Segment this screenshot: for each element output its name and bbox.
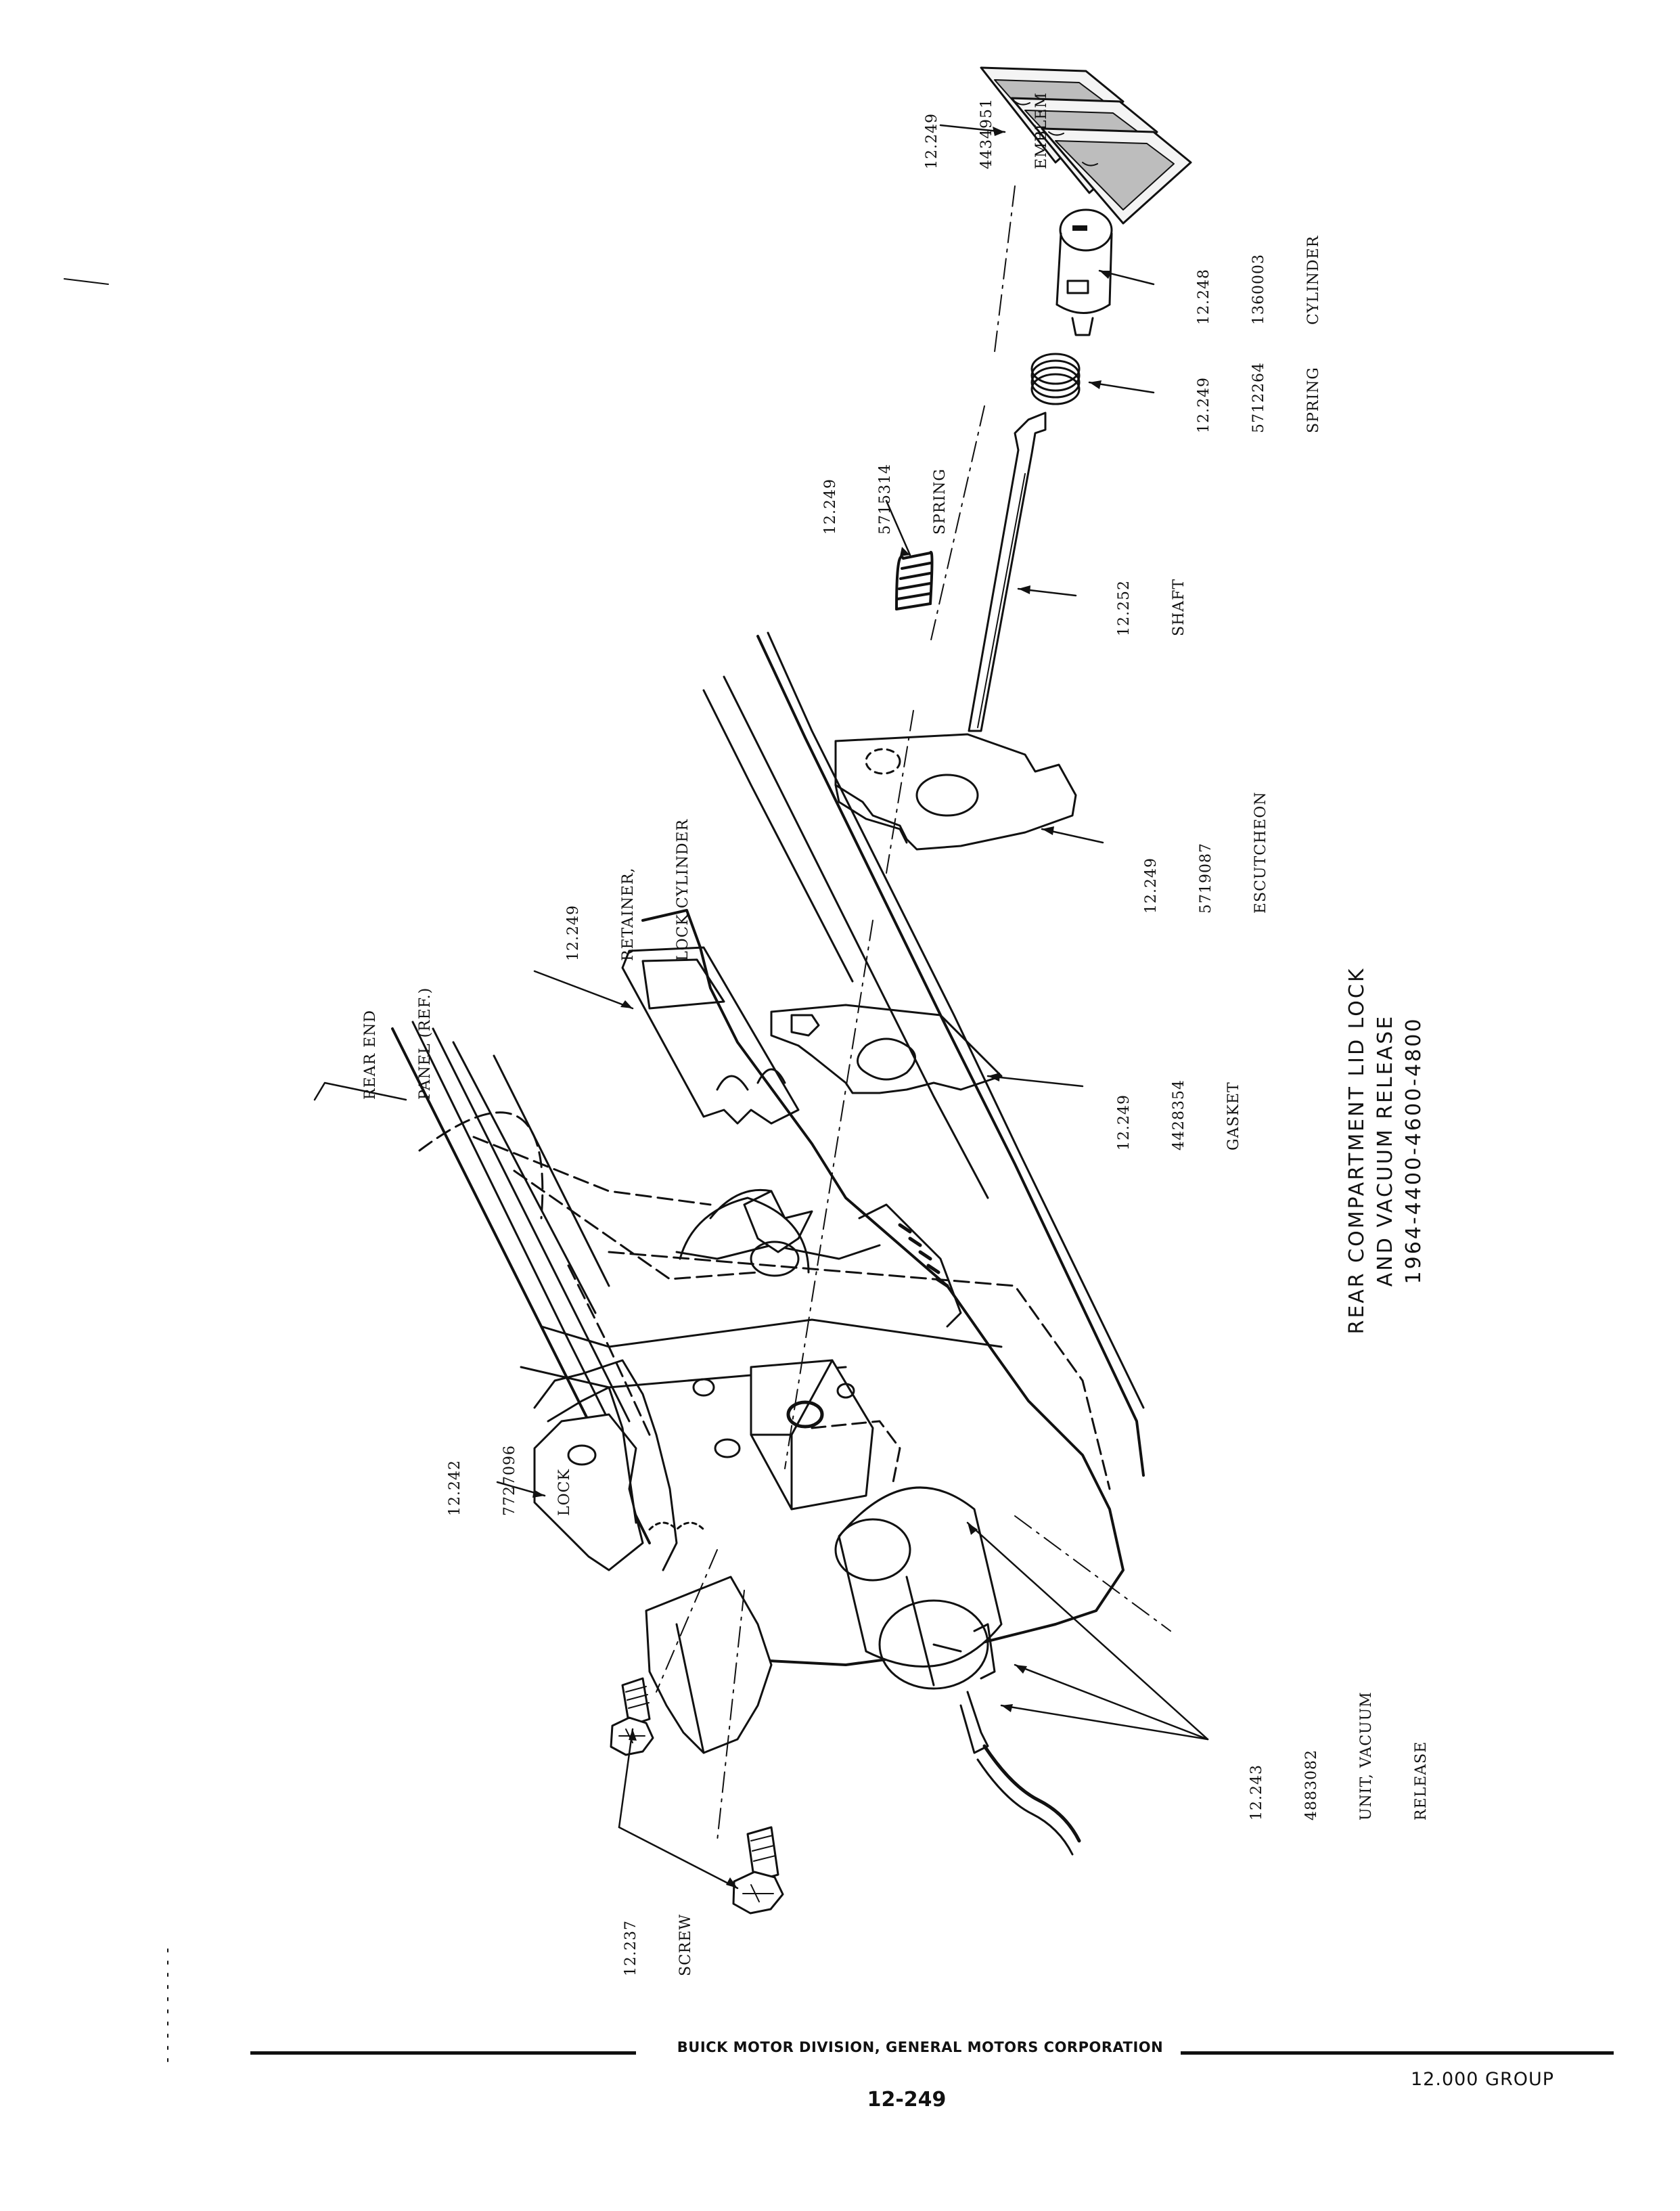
- small-spring-part: [1030, 353, 1081, 405]
- cylinder-part: [1055, 208, 1113, 336]
- title-line-1: REAR COMPARTMENT LID LOCK: [1345, 966, 1369, 1335]
- footer-corporation: BUICK MOTOR DIVISION, GENERAL MOTORS COR…: [677, 2039, 1164, 2055]
- callout-rear-end-panel: REAR END PANEL (REF.): [362, 987, 434, 1100]
- lock-bracket: [645, 1576, 773, 1754]
- footer-rule-right: [1181, 2051, 1614, 2055]
- diagram-title: REAR COMPARTMENT LID LOCK AND VACUUM REL…: [1343, 961, 1428, 1340]
- screw-lower: [732, 1826, 784, 1915]
- title-line-2: AND VACUUM RELEASE: [1373, 1014, 1397, 1287]
- callout-escutcheon: 12.249 5719087 ESCUTCHEON: [1143, 791, 1269, 914]
- callout-lock: 12.242 7727096 LOCK: [447, 1445, 573, 1516]
- leader-lines: [313, 124, 1209, 1890]
- vacuum-release-unit: [834, 1486, 1081, 1856]
- gasket-part: [770, 1004, 1003, 1094]
- leader-arrowheads: [532, 127, 1112, 1888]
- callout-spring-coil: 12.249 5715314 SPRING: [822, 464, 949, 535]
- callout-retainer: 12.249 RETAINER, LOCK CYLINDER: [565, 818, 691, 961]
- callout-cylinder: 12.248 1360003 CYLINDER: [1196, 235, 1322, 325]
- callout-screw: 12.237 SCREW: [622, 1913, 694, 1976]
- escutcheon-part: [834, 733, 1077, 851]
- group-label: 12.000 GROUP: [1411, 2069, 1555, 2090]
- page-number: 12-249: [867, 2088, 947, 2112]
- callout-shaft: 12.252 SHAFT: [1116, 578, 1187, 636]
- alignment-axis: [717, 185, 1016, 1841]
- lock-part: [533, 1359, 705, 1571]
- alignment-axis-secondary: [656, 1515, 1171, 1693]
- retainer-part: [621, 946, 800, 1125]
- coil-spring-part: [895, 550, 934, 610]
- callout-spring-small: 12.249 5712264 SPRING: [1196, 362, 1322, 433]
- scan-mark: [64, 278, 109, 285]
- emblem-part: [980, 66, 1192, 225]
- callout-gasket: 12.249 4428354 GASKET: [1116, 1079, 1242, 1151]
- callout-emblem: 12.249 4434951 EMBLEM: [924, 92, 1050, 169]
- footer-rule-left: [250, 2051, 636, 2055]
- screw-upper: [610, 1677, 654, 1756]
- callout-vacuum-release: 12.243 4883082 UNIT, VACUUM RELEASE: [1248, 1691, 1430, 1821]
- shaft-part: [968, 411, 1047, 732]
- title-line-3: 1964-4400-4600-4800: [1402, 1017, 1426, 1285]
